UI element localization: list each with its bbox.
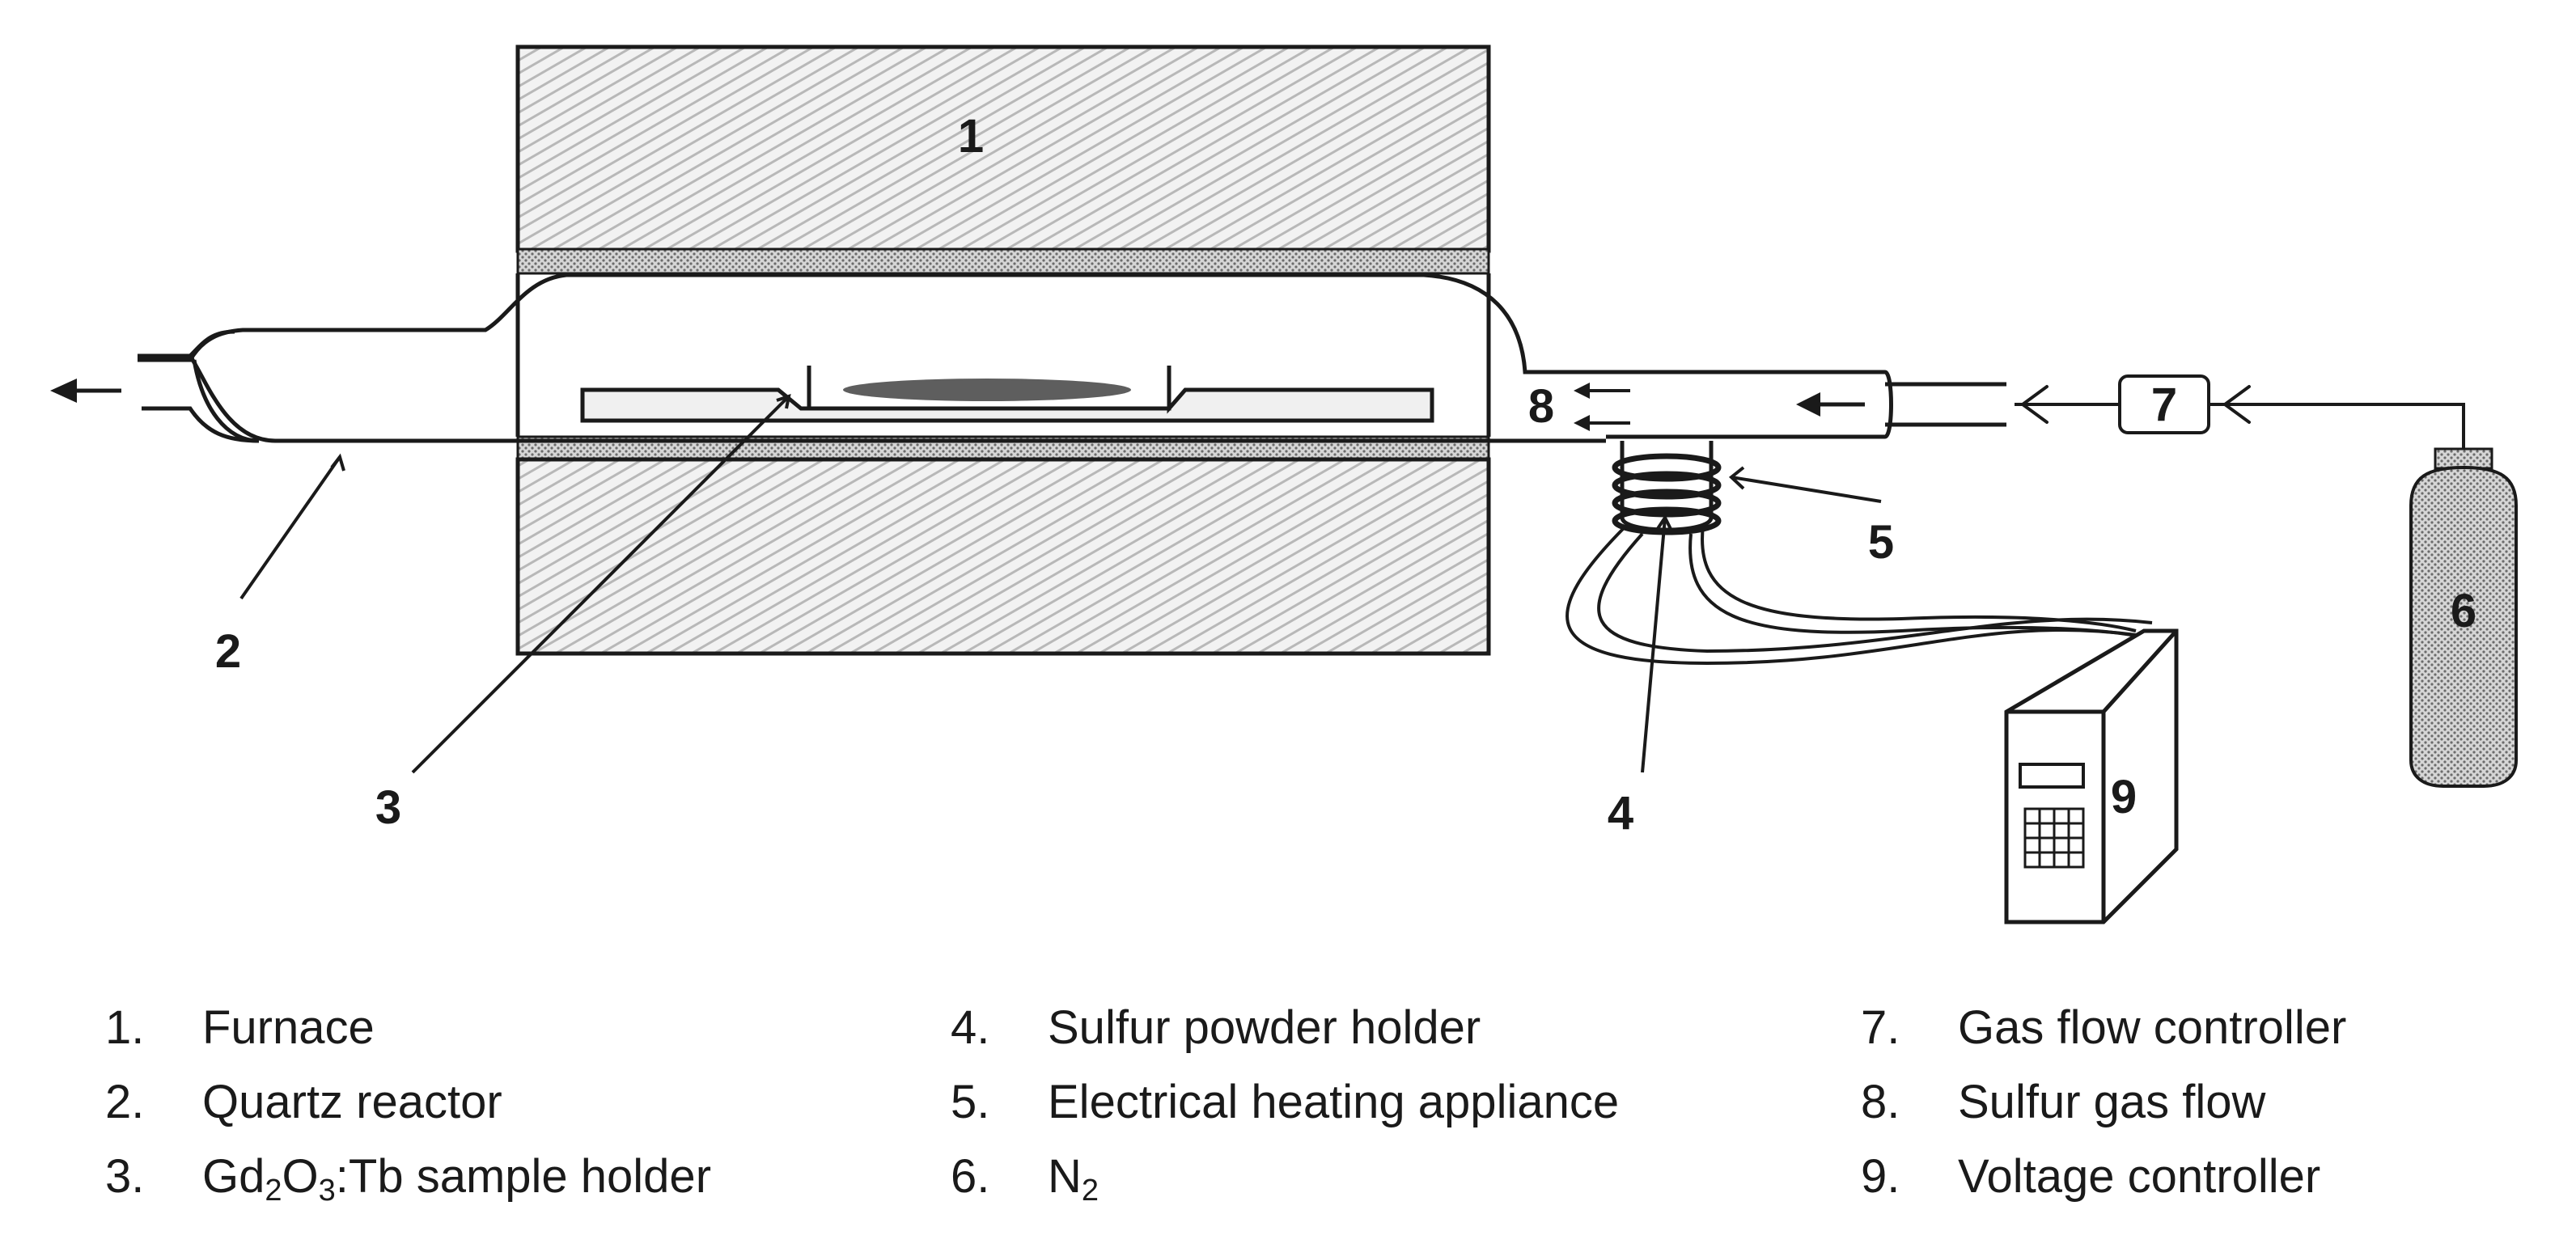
heating-coil	[1612, 453, 1722, 535]
inlet-arrow	[1796, 392, 1865, 417]
flow-arrows	[2019, 385, 2251, 424]
label-3: 3	[375, 781, 401, 834]
legend-column-3: 7.Gas flow controller 8.Sulfur gas flow …	[1861, 991, 2346, 1214]
sulfur-flow-arrows	[1574, 383, 1630, 431]
heating-wires	[1566, 524, 2153, 666]
furnace	[515, 44, 1491, 656]
furnace-setup-diagram: 1 2 3 4 5 6 7 8 9	[50, 44, 2518, 924]
legend-item-gas-flow-controller: 7.Gas flow controller	[1861, 1001, 2347, 1054]
legend-item-sulfur-gas-flow: 8.Sulfur gas flow	[1861, 1076, 2266, 1128]
sample-holder	[580, 366, 1434, 423]
legend-item-voltage-controller: 9.Voltage controller	[1861, 1150, 2321, 1203]
gas-line	[2015, 403, 2465, 449]
legend-item-heating-appliance: 5.Electrical heating appliance	[951, 1076, 1620, 1128]
quartz-reactor	[138, 273, 2006, 443]
label-5: 5	[1868, 516, 1894, 569]
legend: 1.Furnace 2.Quartz reactor 3.Gd2O3:Tb sa…	[0, 991, 2576, 1233]
label-8: 8	[1528, 380, 1554, 433]
leader-lines	[239, 394, 1882, 774]
voltage-controller	[2004, 628, 2179, 924]
legend-column-1: 1.Furnace 2.Quartz reactor 3.Gd2O3:Tb sa…	[105, 991, 711, 1214]
label-9: 9	[2111, 771, 2137, 823]
label-7: 7	[2151, 379, 2177, 431]
legend-item-sample-holder: 3.Gd2O3:Tb sample holder	[105, 1150, 712, 1208]
legend-column-2: 4.Sulfur powder holder 5.Electrical heat…	[951, 991, 1619, 1214]
exhaust-arrow	[50, 379, 121, 403]
legend-item-furnace: 1.Furnace	[105, 1001, 375, 1054]
label-4: 4	[1608, 787, 1633, 840]
legend-item-n2: 6.N2	[951, 1150, 1099, 1208]
legend-item-sulfur-powder-holder: 4.Sulfur powder holder	[951, 1001, 1481, 1054]
label-2: 2	[215, 625, 241, 678]
legend-item-quartz-reactor: 2.Quartz reactor	[105, 1076, 502, 1128]
n2-cylinder	[2409, 447, 2518, 788]
label-1: 1	[958, 110, 984, 163]
label-6: 6	[2451, 585, 2476, 637]
